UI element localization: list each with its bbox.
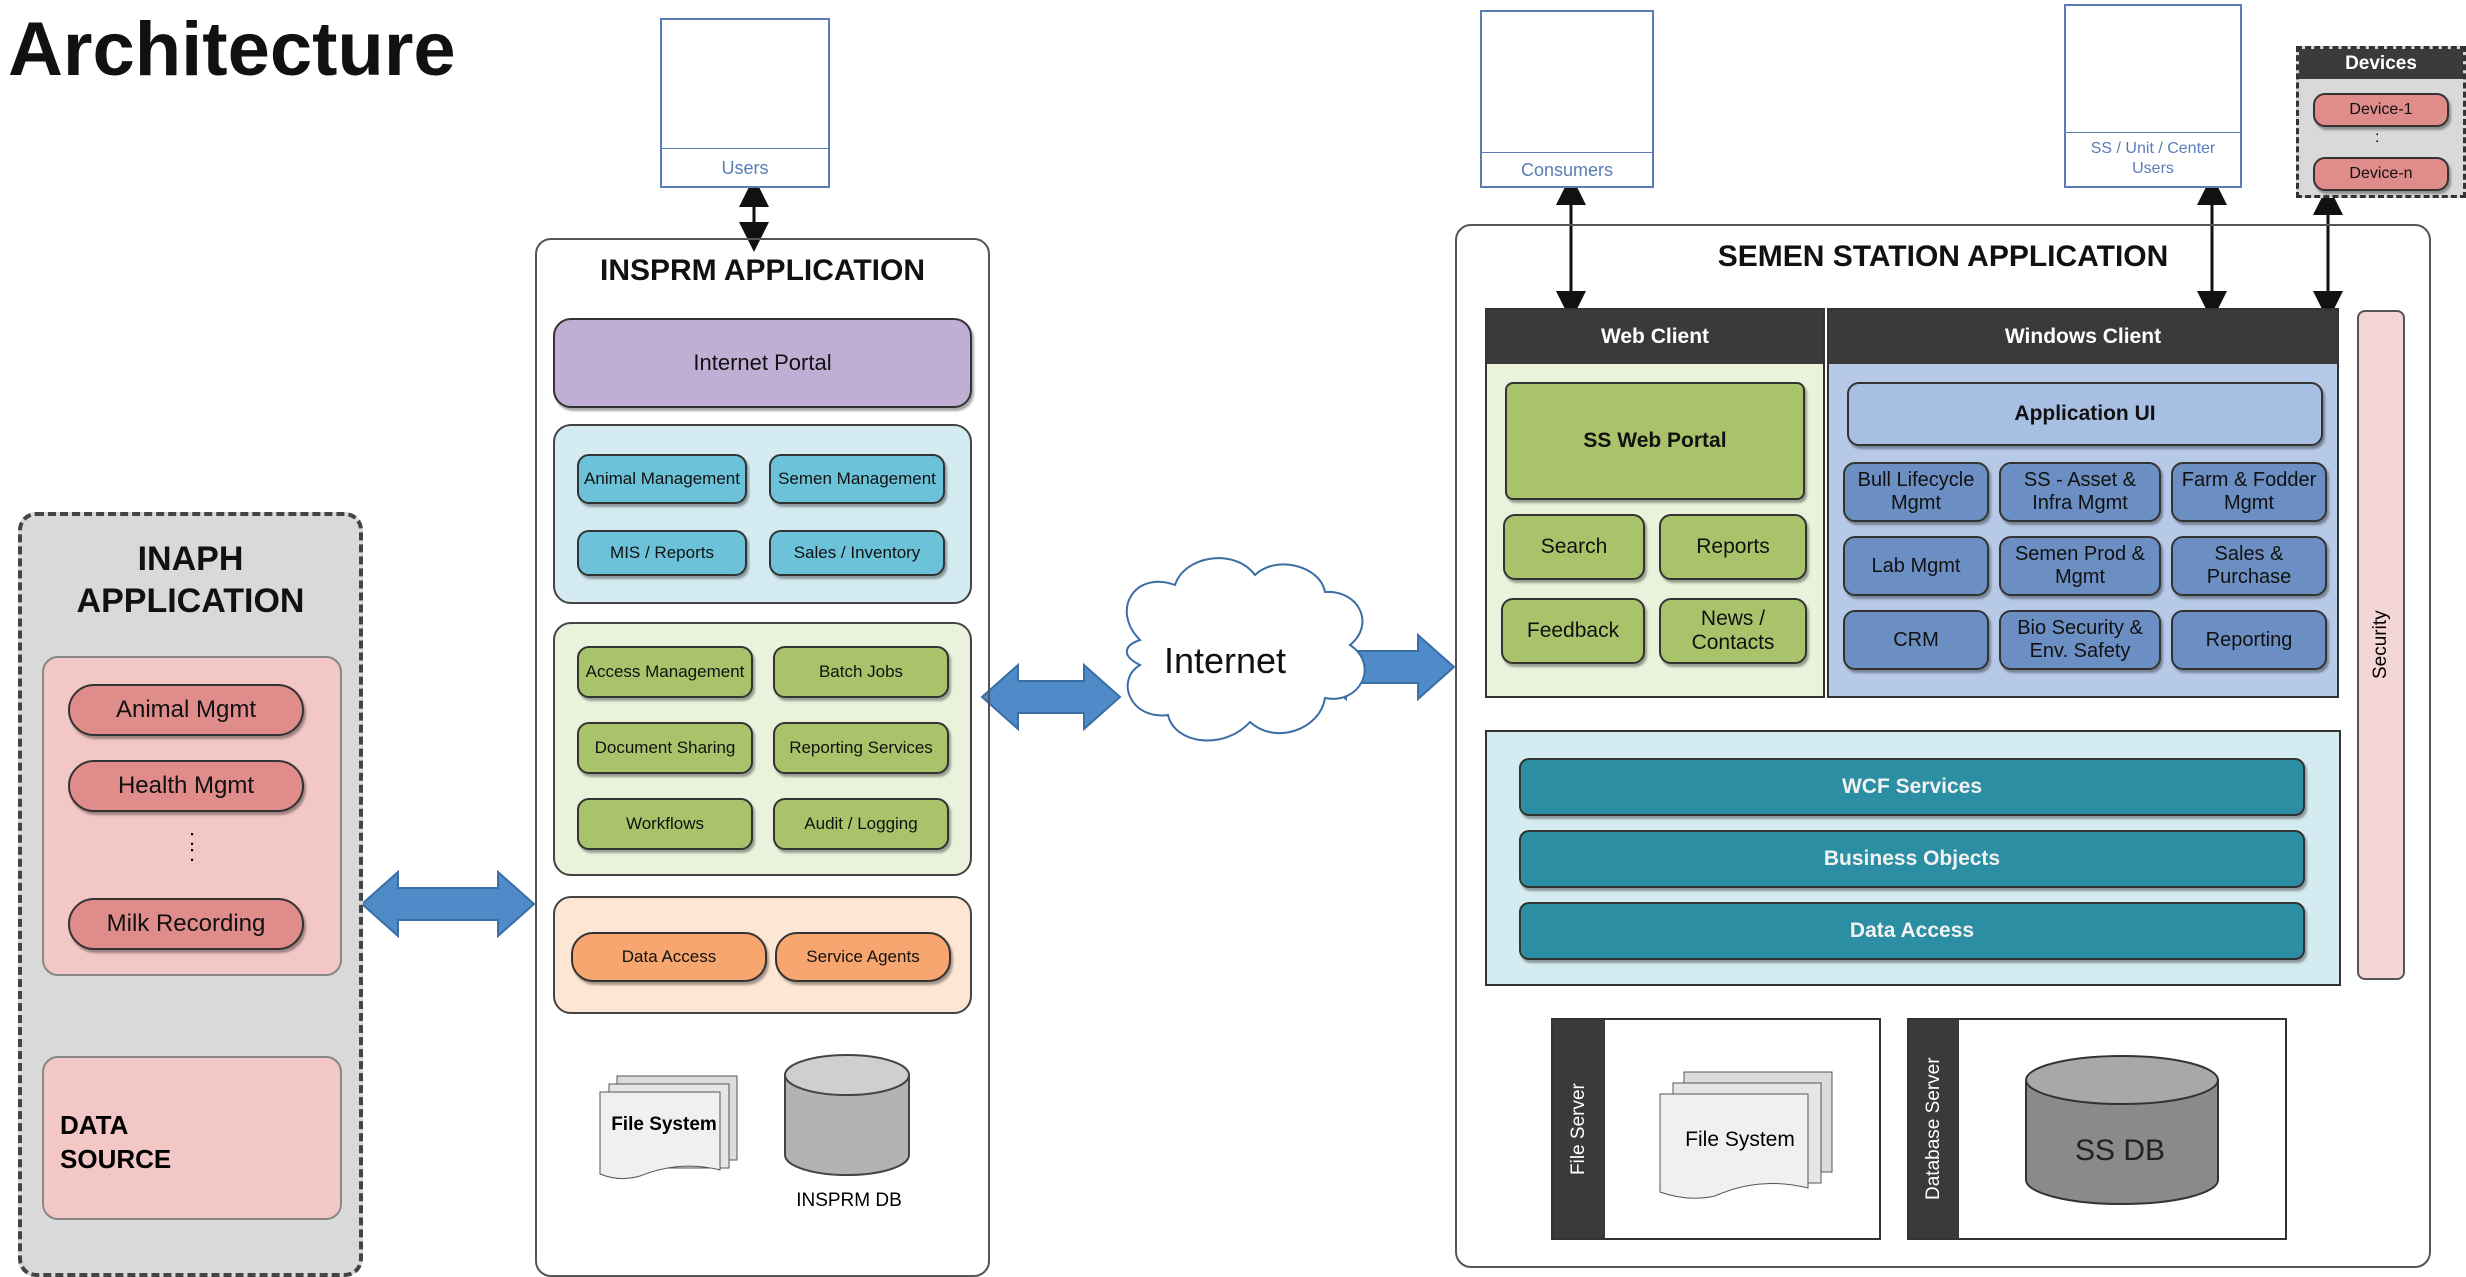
insprm-internet-arrow (980, 662, 1122, 732)
internet-portal: Internet Portal (553, 318, 972, 408)
devices-header: Devices (2299, 49, 2463, 79)
milk-recording: Milk Recording (68, 898, 304, 950)
windows-client-box: Windows Client Application UI Bull Lifec… (1827, 308, 2339, 698)
inaph-insprm-arrow (360, 869, 536, 939)
file-server-label: File Server (1553, 1020, 1605, 1238)
consumers-card: Consumers (1480, 10, 1654, 188)
ss-users-label: SS / Unit / Center Users (2066, 132, 2240, 195)
data-source-label-2: SOURCE (60, 1144, 172, 1174)
batch-jobs: Batch Jobs (773, 646, 949, 698)
windows-client-header: Windows Client (1829, 310, 2337, 364)
health-mgmt: Health Mgmt (68, 760, 304, 812)
insprm-data-box: Data Access Service Agents (553, 896, 972, 1014)
insprm-panel: INSPRM APPLICATION Internet Portal Anima… (535, 238, 990, 1277)
ss-db-label: SS DB (2074, 1134, 2166, 1167)
device-1: Device-1 (2313, 93, 2449, 127)
feedback-module: Feedback (1501, 598, 1645, 664)
ss-services-box: WCF Services Business Objects Data Acces… (1485, 730, 2341, 986)
insprm-file-system-icon (599, 1075, 738, 1180)
data-access: Data Access (571, 932, 767, 982)
inaph-title-1: INAPH (137, 540, 244, 578)
page-title: Architecture (8, 7, 456, 92)
security-bar: Security (2357, 310, 2405, 980)
data-source-label-1: DATA (60, 1110, 129, 1140)
semen-panel: SEMEN STATION APPLICATION Web Client SS … (1455, 224, 2431, 1268)
bull-lifecycle-mgmt: Bull Lifecycle Mgmt (1843, 462, 1989, 522)
users-label: Users (662, 148, 828, 189)
crm: CRM (1843, 610, 1989, 670)
data-source-box: DATA SOURCE (42, 1056, 342, 1220)
application-ui: Application UI (1847, 382, 2323, 446)
file-server-box: File Server File System (1551, 1018, 1881, 1240)
reports-module: Reports (1659, 514, 1807, 580)
semen-title: SEMEN STATION APPLICATION (1717, 240, 2169, 273)
animal-management: Animal Management (577, 454, 747, 504)
ss-file-system-icon (1659, 1071, 1833, 1199)
insprm-services-box: Access Management Batch Jobs Document Sh… (553, 622, 972, 876)
search-module: Search (1503, 514, 1645, 580)
lab-mgmt: Lab Mgmt (1843, 536, 1989, 596)
news-contacts-module: News / Contacts (1659, 598, 1807, 664)
bio-security-env-safety: Bio Security & Env. Safety (1999, 610, 2161, 670)
internet-label: Internet (1163, 640, 1287, 681)
audit-logging: Audit / Logging (773, 798, 949, 850)
service-agents: Service Agents (775, 932, 951, 982)
mis-reports: MIS / Reports (577, 530, 747, 576)
wcf-services: WCF Services (1519, 758, 2305, 816)
inaph-modules-box: Animal Mgmt Health Mgmt : : Milk Recordi… (42, 656, 342, 976)
inaph-dots: : : (188, 825, 196, 866)
access-management: Access Management (577, 646, 753, 698)
internet-cloud (1125, 557, 1366, 742)
database-server-label: Database Server (1909, 1020, 1959, 1238)
consumers-label: Consumers (1482, 152, 1652, 189)
farm-fodder-mgmt: Farm & Fodder Mgmt (2171, 462, 2327, 522)
insprm-mgmt-box: Animal Management Semen Management MIS /… (553, 424, 972, 604)
reporting-module: Reporting (2171, 610, 2327, 670)
inaph-title-2: APPLICATION (76, 582, 305, 620)
reporting-services: Reporting Services (773, 722, 949, 774)
insprm-file-system-label: File System (611, 1114, 717, 1135)
semen-management: Semen Management (769, 454, 945, 504)
animal-mgmt: Animal Mgmt (68, 684, 304, 736)
semen-prod-mgmt: Semen Prod & Mgmt (1999, 536, 2161, 596)
insprm-db-icon (784, 1054, 910, 1176)
document-sharing: Document Sharing (577, 722, 753, 774)
ss-file-system-label: File System (1685, 1128, 1795, 1151)
sales-purchase: Sales & Purchase (2171, 536, 2327, 596)
inaph-panel: INAPH APPLICATION Animal Mgmt Health Mgm… (18, 512, 363, 1277)
insprm-title: INSPRM APPLICATION (599, 254, 925, 287)
web-client-header: Web Client (1487, 310, 1823, 364)
ss-asset-infra-mgmt: SS - Asset & Infra Mgmt (1999, 462, 2161, 522)
business-objects: Business Objects (1519, 830, 2305, 888)
ss-db-icon (2025, 1055, 2219, 1205)
insprm-db-label: INSPRM DB (796, 1190, 902, 1211)
devices-box: Devices Device-1 : Device-n (2296, 46, 2466, 198)
ss-users-card: SS / Unit / Center Users (2064, 4, 2242, 188)
users-card: Users (660, 18, 830, 188)
device-dots: : (2375, 129, 2380, 146)
web-client-box: Web Client SS Web Portal Search Reports … (1485, 308, 1825, 698)
workflows: Workflows (577, 798, 753, 850)
device-n: Device-n (2313, 157, 2449, 191)
sales-inventory: Sales / Inventory (769, 530, 945, 576)
ss-data-access: Data Access (1519, 902, 2305, 960)
ss-web-portal: SS Web Portal (1505, 382, 1805, 500)
database-server-box: Database Server SS DB (1907, 1018, 2287, 1240)
